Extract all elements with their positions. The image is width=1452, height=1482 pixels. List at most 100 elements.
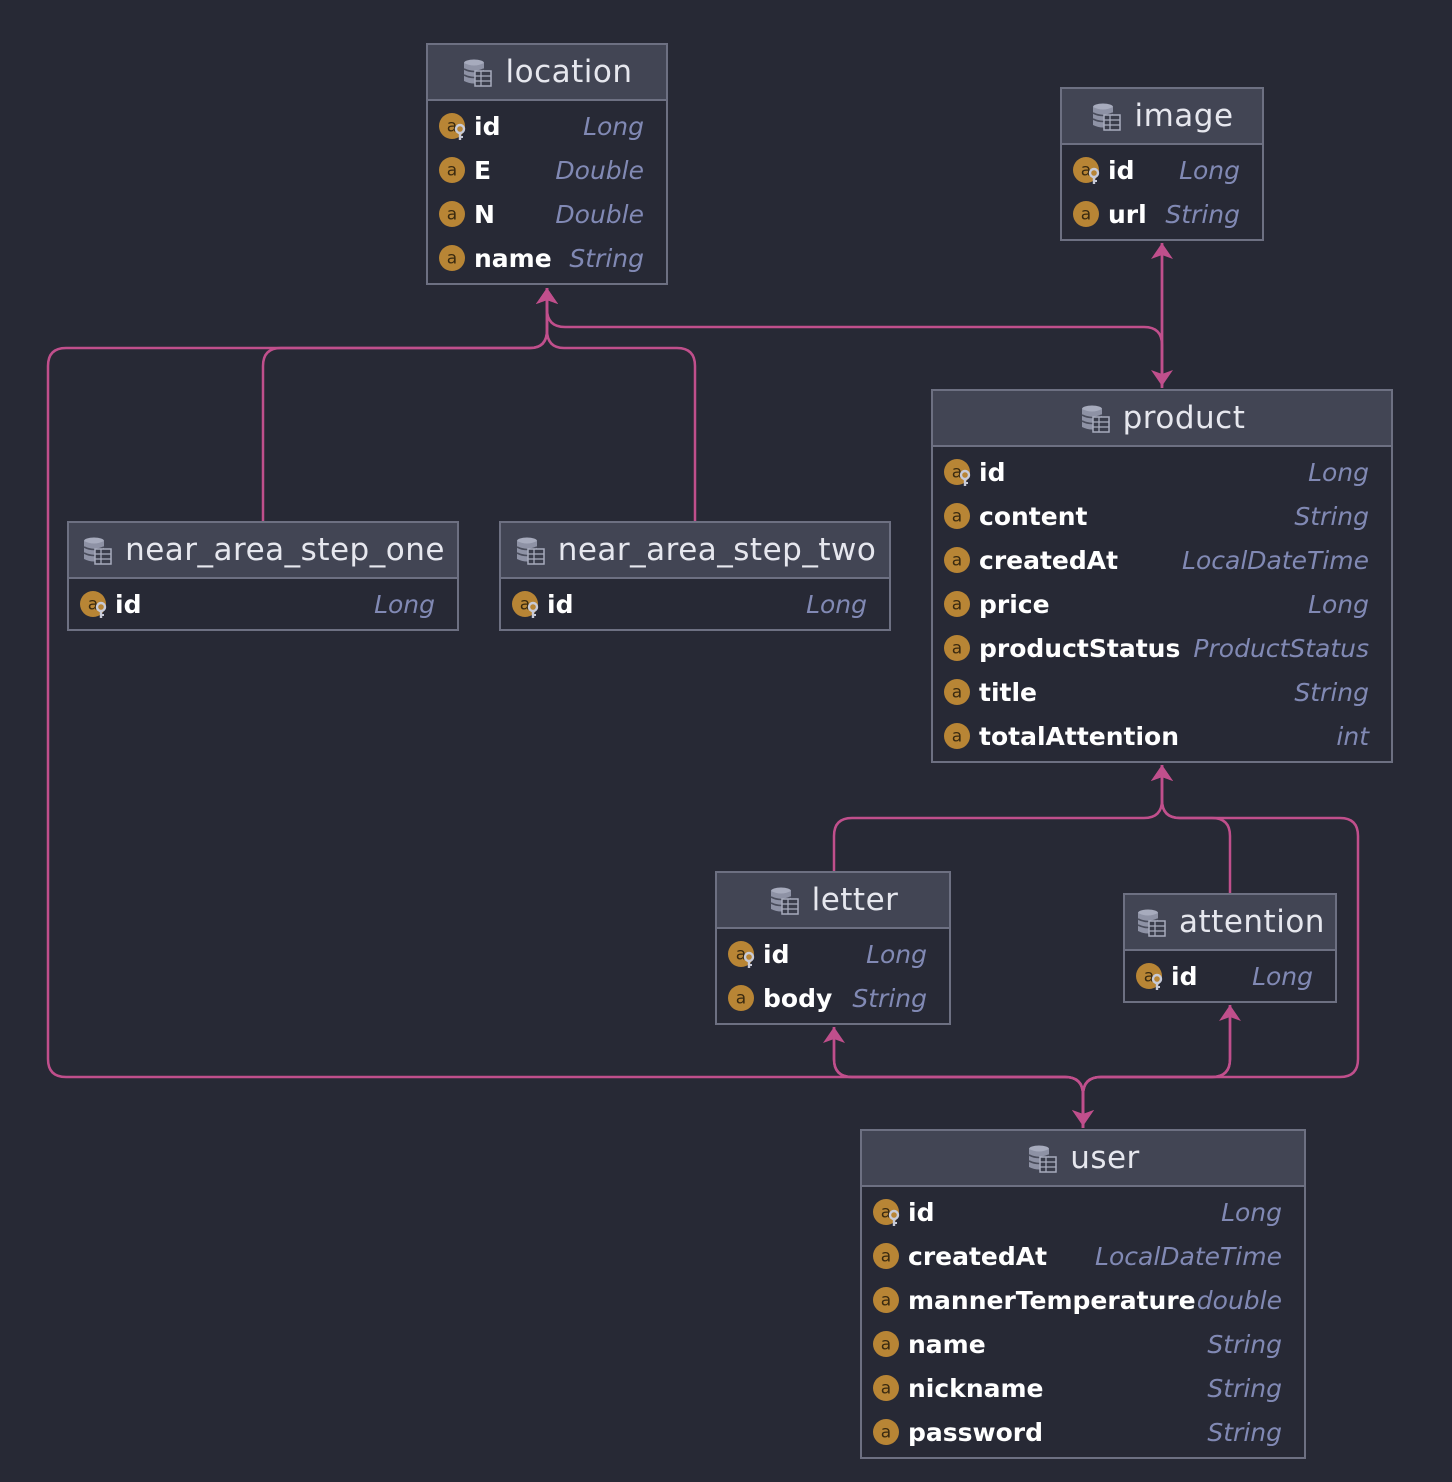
- field-type: String: [1294, 677, 1369, 707]
- relation-letter-to-user: [832, 1027, 1094, 1126]
- svg-text:a: a: [881, 1247, 891, 1267]
- relation-product-to-location: [536, 288, 1164, 388]
- field-name: name: [474, 243, 552, 273]
- field-row[interactable]: a totalAttention int: [933, 714, 1391, 758]
- entity-header[interactable]: letter: [717, 873, 949, 929]
- entity-header[interactable]: attention: [1125, 895, 1335, 951]
- field-type: String: [1207, 1417, 1282, 1447]
- field-name: id: [979, 457, 1006, 487]
- entity-header[interactable]: product: [933, 391, 1391, 447]
- entity-title: location: [505, 54, 633, 90]
- field-name: N: [474, 199, 495, 229]
- field-type: String: [569, 243, 644, 273]
- field-name: price: [979, 589, 1050, 619]
- attribute-icon: a: [438, 156, 466, 184]
- attribute-icon: a: [872, 1418, 900, 1446]
- relation-user-to-attention: [1081, 1005, 1241, 1128]
- svg-text:a: a: [736, 989, 746, 1009]
- relation-attention-to-user: [1072, 1005, 1232, 1126]
- field-type: ProductStatus: [1193, 633, 1369, 663]
- field-type: String: [1207, 1329, 1282, 1359]
- svg-text:a: a: [447, 205, 457, 225]
- svg-text:a: a: [881, 1423, 891, 1443]
- field-name: id: [763, 939, 790, 969]
- svg-text:a: a: [952, 639, 962, 659]
- svg-text:a: a: [952, 727, 962, 747]
- field-name: totalAttention: [979, 721, 1180, 751]
- database-table-icon: [461, 56, 493, 88]
- svg-text:a: a: [1081, 205, 1091, 225]
- svg-text:a: a: [447, 117, 457, 137]
- field-name: body: [763, 983, 833, 1013]
- entity-header[interactable]: location: [428, 45, 666, 101]
- entity-title: user: [1070, 1140, 1140, 1176]
- relation-letter-to-product: [832, 765, 1173, 871]
- attribute-icon: a: [727, 984, 755, 1012]
- field-name: id: [908, 1197, 935, 1227]
- field-type: double: [1196, 1285, 1282, 1315]
- field-name: content: [979, 501, 1088, 531]
- relation-near-area-step-two-to-location: [536, 288, 697, 522]
- attribute-icon: a: [943, 634, 971, 662]
- entity-header[interactable]: near_area_step_two: [501, 523, 889, 579]
- field-name: id: [547, 589, 574, 619]
- primary-key-icon: a: [727, 940, 755, 968]
- attribute-icon: a: [1072, 200, 1100, 228]
- field-type: String: [852, 983, 927, 1013]
- entity-header[interactable]: user: [862, 1131, 1304, 1187]
- attribute-icon: a: [872, 1286, 900, 1314]
- entity-header[interactable]: near_area_step_one: [69, 523, 457, 579]
- svg-text:a: a: [881, 1291, 891, 1311]
- attribute-icon: a: [943, 590, 971, 618]
- field-type: int: [1336, 721, 1369, 751]
- svg-text:a: a: [952, 595, 962, 615]
- field-type: Long: [806, 589, 867, 619]
- field-name: title: [979, 677, 1037, 707]
- svg-text:a: a: [447, 161, 457, 181]
- field-type: LocalDateTime: [1095, 1241, 1282, 1271]
- primary-key-icon: a: [1072, 156, 1100, 184]
- field-type: String: [1165, 199, 1240, 229]
- attribute-icon: a: [872, 1242, 900, 1270]
- entity-header[interactable]: image: [1062, 89, 1262, 145]
- primary-key-icon: a: [511, 590, 539, 618]
- primary-key-icon: a: [943, 458, 971, 486]
- field-name: createdAt: [979, 545, 1119, 575]
